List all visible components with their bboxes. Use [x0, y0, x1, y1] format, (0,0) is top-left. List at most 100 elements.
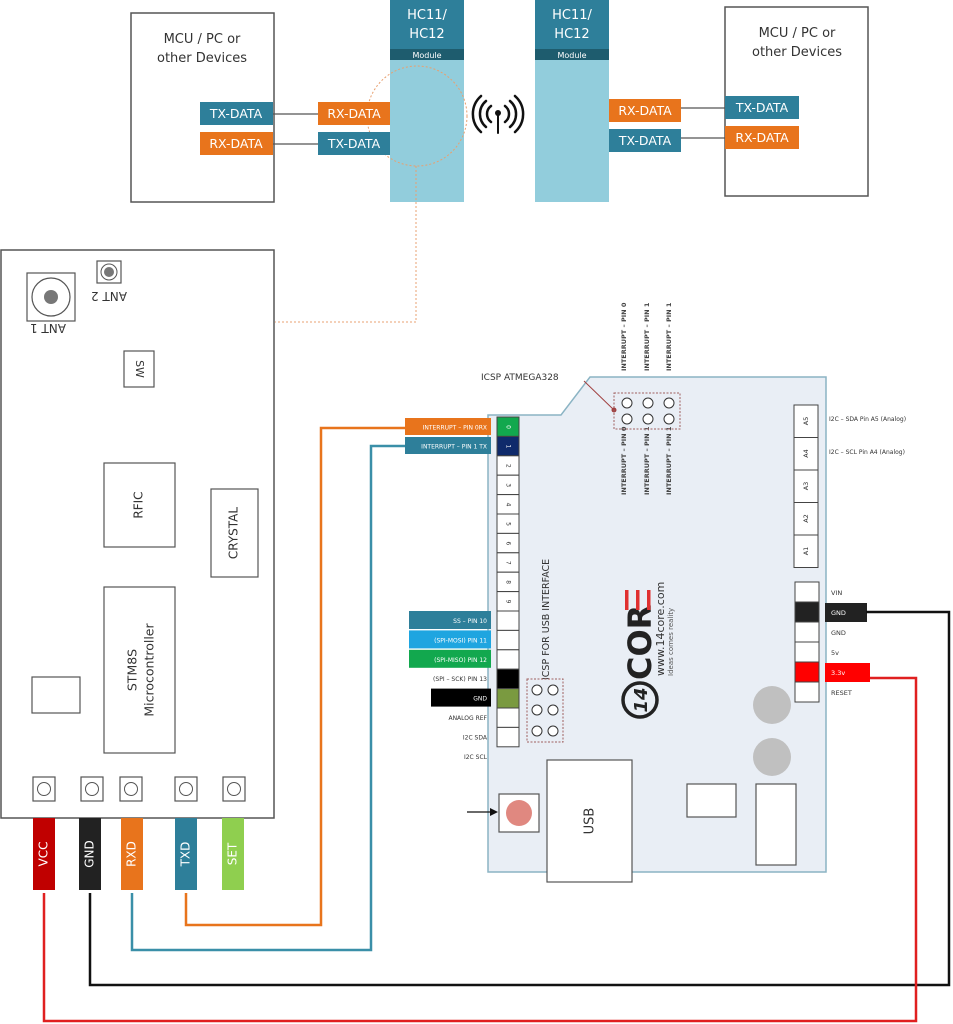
power-label-box: [825, 603, 867, 622]
digital-pin[interactable]: [496, 707, 520, 728]
digital-pin-number: 9: [505, 600, 512, 604]
power-pin[interactable]: [794, 581, 820, 603]
power-pin-label: 5v: [831, 649, 839, 657]
power-pin[interactable]: [794, 641, 820, 663]
usb-label: USB: [583, 808, 598, 835]
right-module-rx-label: RX-DATA: [618, 103, 672, 118]
digital-pin[interactable]: [496, 668, 520, 690]
right-device-rx-box: [725, 126, 799, 149]
icsp-pin: [663, 413, 675, 425]
right-device-rx-label: RX-DATA: [735, 130, 789, 145]
right-module: HC11/ HC12 Module RX-DATA TX-DATA: [535, 0, 681, 202]
power-pin-label: VIN: [831, 589, 842, 597]
left-label: ANALOG REF: [448, 715, 487, 722]
wireless-antenna-icon: [471, 94, 525, 134]
right-device-title-1: MCU / PC or: [759, 26, 836, 41]
digital-pin[interactable]: [496, 649, 520, 670]
right-device: MCU / PC or other Devices TX-DATA RX-DAT…: [724, 6, 869, 197]
left-label-box: [409, 630, 491, 649]
digital-pin[interactable]: [496, 726, 520, 748]
icsp-pin: [642, 397, 654, 409]
hc12-pad-hole: [37, 782, 51, 796]
right-module-title-1: HC11/: [552, 8, 592, 23]
hc12-pin-vcc[interactable]: [33, 818, 55, 890]
digital-label-box: [405, 418, 491, 435]
left-module-rx-box: [318, 102, 390, 125]
crystal-component: [210, 488, 259, 578]
hc12-pin-rxd[interactable]: [121, 818, 143, 890]
power-pin-label: 3.3v: [831, 669, 845, 677]
left-label: (SPI-MOSI) PIN 11: [434, 637, 487, 644]
analog-pin-label: A1: [802, 547, 810, 556]
left-label: (SPI – SCK) PIN 13: [433, 676, 487, 683]
hc12-pin-label: SET: [226, 842, 240, 865]
power-pin[interactable]: [794, 661, 820, 683]
mcu-label-2: Microcontroller: [142, 623, 157, 717]
icsp-atmega-label: ICSP ATMEGA328: [481, 373, 559, 383]
left-label-box: [409, 649, 491, 668]
hc12-pin-txd[interactable]: [175, 818, 197, 890]
power-pin[interactable]: [794, 621, 820, 643]
right-device-tx-box: [725, 96, 799, 119]
reset-button-cap[interactable]: [506, 800, 532, 826]
hc12-pin-gnd[interactable]: [79, 818, 101, 890]
analog-pin[interactable]: [793, 437, 819, 471]
power-pin-label: RESET: [831, 689, 852, 697]
left-device-title-1: MCU / PC or: [164, 32, 241, 47]
left-label: GND: [473, 696, 487, 703]
icsp-usb-label: ICSP FOR USB INTERFACE: [541, 559, 552, 680]
digital-pin-number: 2: [505, 464, 512, 468]
logo-url: www.14core.com: [654, 582, 667, 676]
icsp-usb-header: [526, 678, 564, 743]
hc12-pad-hole: [124, 782, 138, 796]
logo-number: 14: [631, 687, 652, 712]
right-module-tx-label: TX-DATA: [618, 133, 672, 148]
analog-function-label: I2C – SDA Pin A5 (Analog): [829, 416, 906, 423]
analog-pin[interactable]: [793, 534, 819, 568]
crystal-label: CRYSTAL: [227, 507, 241, 560]
analog-function-label: I2C – SCL Pin A4 (Analog): [829, 449, 905, 456]
digital-pin[interactable]: [496, 629, 520, 651]
power-jack: [755, 783, 797, 866]
left-device-rx-box: [200, 132, 273, 155]
digital-pin-number: 1: [505, 444, 512, 448]
digital-pin-number: 4: [505, 503, 512, 507]
icsp-atmega-header: [613, 392, 681, 430]
interrupt-label-bottom: INTERRUPT – PIN 1: [665, 426, 673, 495]
right-device-title-2: other Devices: [752, 45, 842, 60]
left-module: HC11/ HC12 Module RX-DATA TX-DATA: [318, 0, 468, 202]
digital-label: INTERRUPT – PIN 1 TX: [421, 444, 487, 451]
icsp-usb-pin: [531, 704, 543, 716]
digital-pin[interactable]: [496, 688, 520, 709]
icsp-pin: [663, 397, 675, 409]
capacitor-1: [753, 686, 791, 724]
reset-arrow-icon: [490, 808, 498, 816]
wire-vcc: [42, 676, 918, 1023]
power-pin[interactable]: [794, 681, 820, 703]
usb-connector: [546, 759, 633, 883]
icsp-pin: [621, 413, 633, 425]
digital-pin[interactable]: [496, 610, 520, 631]
rfic-label: RFIC: [132, 491, 146, 518]
hc12-pin-set[interactable]: [222, 818, 244, 890]
icsp-usb-pin: [547, 704, 559, 716]
ant2-label: ANT 2: [91, 289, 127, 303]
sw-label: SW: [133, 360, 146, 378]
analog-pin[interactable]: [793, 404, 819, 438]
left-module-title-1: HC11/: [407, 8, 447, 23]
left-device-title-2: other Devices: [157, 51, 247, 66]
digital-label: INTERRUPT – PIN 0RX: [423, 425, 487, 432]
analog-pin[interactable]: [793, 469, 819, 503]
digital-pin-number: 3: [505, 483, 512, 487]
capacitor-2: [753, 738, 791, 776]
interrupt-label-top: INTERRUPT – PIN 1: [643, 302, 651, 371]
interrupt-label-bottom: INTERRUPT – PIN 1: [643, 426, 651, 495]
sw-component: [123, 350, 155, 388]
power-label-box: [825, 663, 870, 682]
hc12-pin-label: GND: [83, 840, 97, 868]
hc12-pin-label: TXD: [179, 842, 193, 868]
digital-pin-number: 0: [505, 425, 512, 429]
analog-pin[interactable]: [793, 502, 819, 536]
power-pin[interactable]: [794, 601, 820, 623]
14core-logo: 14 COR www.14core.com Ideas comes realit…: [621, 582, 675, 719]
